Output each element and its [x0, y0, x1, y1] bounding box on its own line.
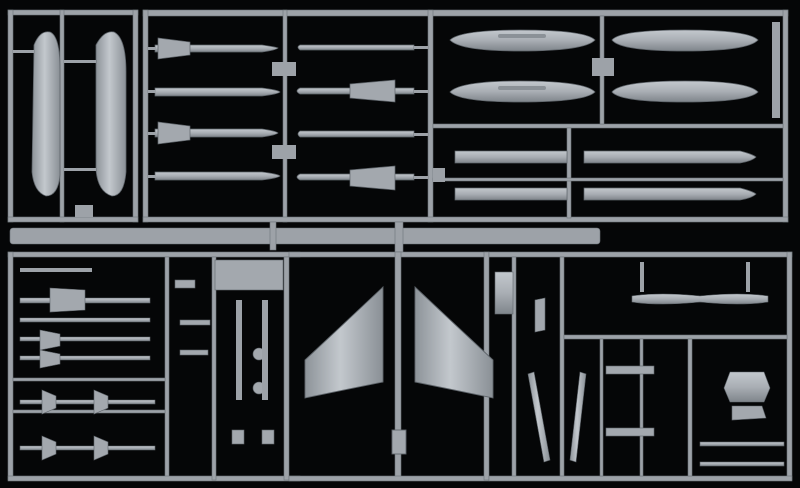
long-pods [433, 22, 780, 201]
tank-halves [13, 31, 127, 217]
missiles-lower [19, 268, 156, 461]
missiles-upper [148, 37, 428, 191]
small-parts-right [494, 262, 785, 467]
middle-runner [9, 221, 601, 253]
small-parts-left [174, 259, 284, 445]
upper-left-frame [7, 9, 139, 223]
upper-center-frame [142, 9, 789, 223]
lower-left-frame [7, 251, 301, 482]
wings [304, 285, 494, 455]
drop-tanks [449, 29, 759, 103]
sprue-frames [7, 9, 793, 482]
lower-right-frame [488, 251, 793, 482]
